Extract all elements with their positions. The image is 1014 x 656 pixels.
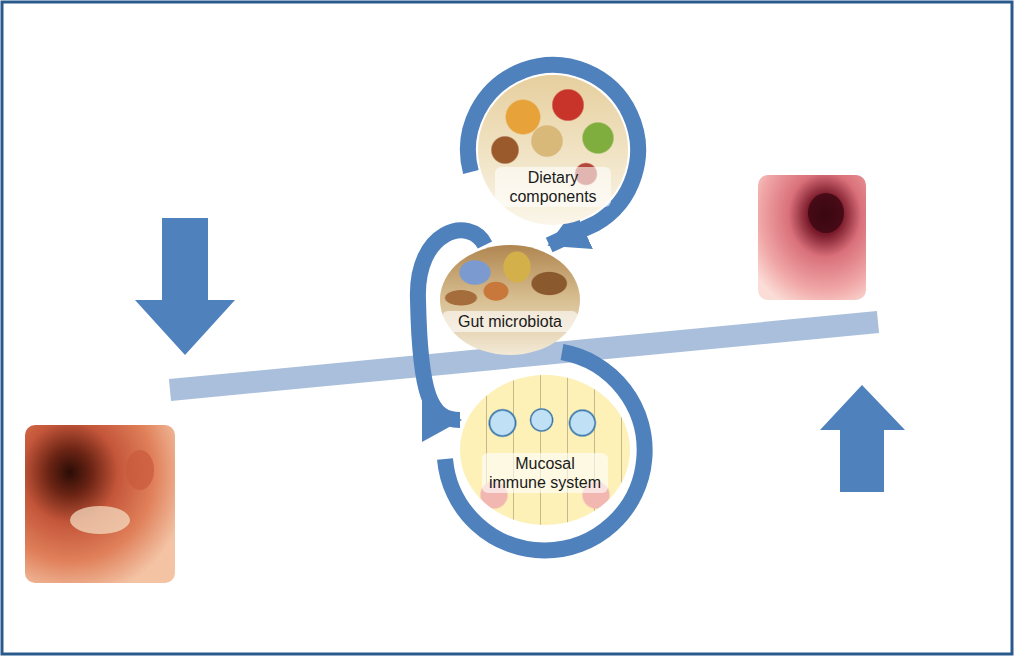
endoscopy-image [25, 425, 175, 583]
mucosa-circle: Mucosal immune system [460, 375, 630, 525]
inflamed-endoscopy [25, 425, 175, 583]
fold [126, 450, 154, 490]
node-label: Dietary components [495, 167, 611, 207]
endoscopy-image [758, 175, 866, 300]
lumen [808, 193, 844, 233]
up-arrow [820, 385, 905, 492]
node-label: Gut microbiota [442, 311, 578, 332]
immune-loop-arc [445, 352, 645, 550]
node-label: Mucosal immune system [482, 453, 608, 493]
diet-circle: Dietary components [478, 75, 628, 225]
healthy-endoscopy [758, 175, 866, 300]
microbiota-circle: Gut microbiota [440, 245, 580, 355]
cycle-arrow [468, 65, 638, 245]
ulcer [70, 506, 130, 534]
down-arrow [135, 218, 235, 355]
